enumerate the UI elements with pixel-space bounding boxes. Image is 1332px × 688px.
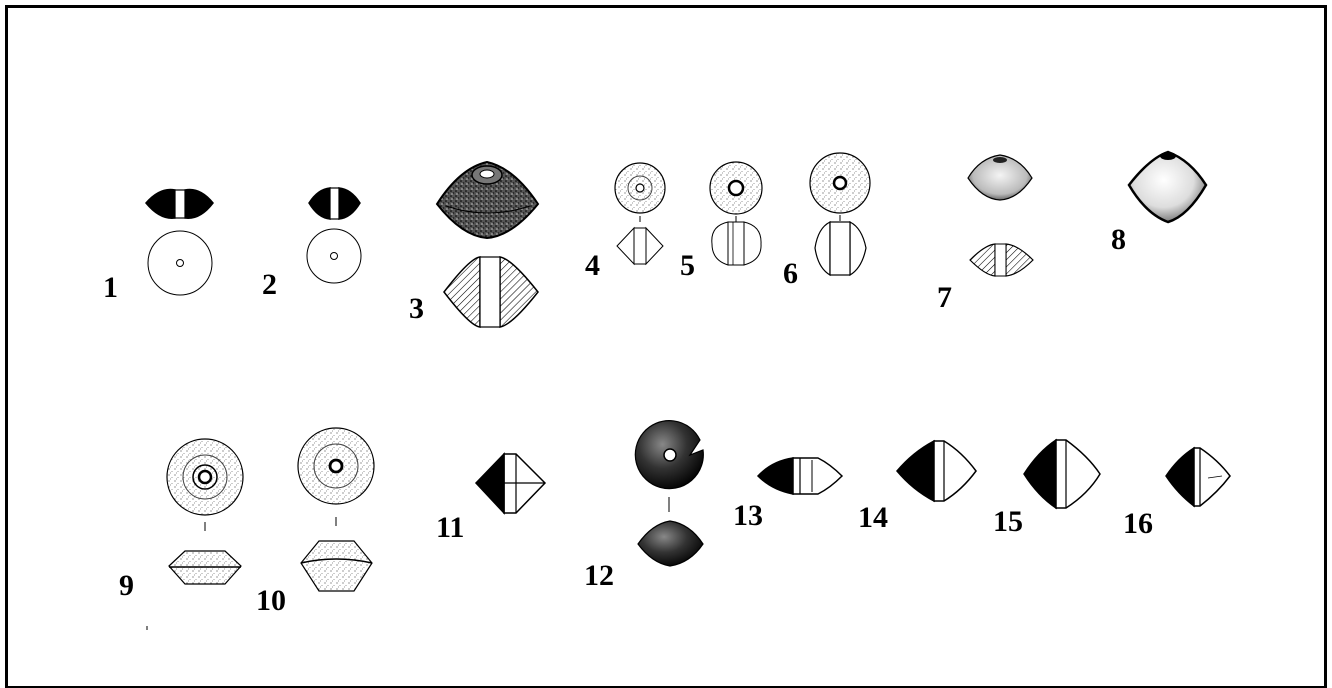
object-13 [756, 457, 844, 495]
label-13: 13 [733, 499, 763, 532]
label-10: 10 [256, 584, 286, 617]
object-9 [146, 438, 244, 630]
object-1-plan [147, 230, 213, 296]
object-14-section [896, 439, 935, 503]
plate-border [5, 5, 1327, 688]
label-12: 12 [584, 559, 614, 592]
object-3 [435, 160, 540, 328]
object-11 [474, 452, 547, 515]
label-14: 14 [858, 501, 888, 534]
label-8: 8 [1111, 223, 1126, 256]
object-7 [967, 154, 1034, 277]
object-2-plan [306, 228, 362, 284]
label-6: 6 [783, 257, 798, 290]
label-9: 9 [119, 569, 134, 602]
label-3: 3 [409, 292, 424, 325]
object-15-section [1023, 438, 1057, 510]
object-1 [145, 188, 214, 296]
object-10-profile [300, 540, 373, 592]
label-16: 16 [1123, 507, 1153, 540]
label-1: 1 [103, 271, 118, 304]
label-5: 5 [680, 249, 695, 282]
object-12-profile [637, 520, 704, 567]
object-14 [896, 439, 977, 503]
object-5-section [711, 221, 762, 266]
object-6 [809, 152, 871, 277]
object-12 [634, 420, 704, 567]
label-15: 15 [993, 505, 1023, 538]
label-4: 4 [585, 249, 600, 282]
object-8-drawing [1127, 150, 1208, 224]
object-4 [614, 162, 666, 266]
object-3-drawing [435, 160, 540, 240]
object-5 [709, 161, 763, 266]
object-10 [297, 427, 375, 592]
label-2: 2 [262, 268, 277, 301]
object-8 [1127, 150, 1208, 224]
label-7: 7 [937, 281, 952, 314]
object-15 [1023, 438, 1101, 510]
object-16 [1165, 446, 1231, 508]
object-7-drawing [967, 154, 1033, 201]
object-13-section [756, 457, 794, 495]
object-2 [306, 187, 362, 284]
object-11-section [474, 452, 505, 515]
object-6-section [814, 221, 867, 277]
label-11: 11 [436, 511, 464, 544]
object-16-section [1165, 446, 1195, 508]
